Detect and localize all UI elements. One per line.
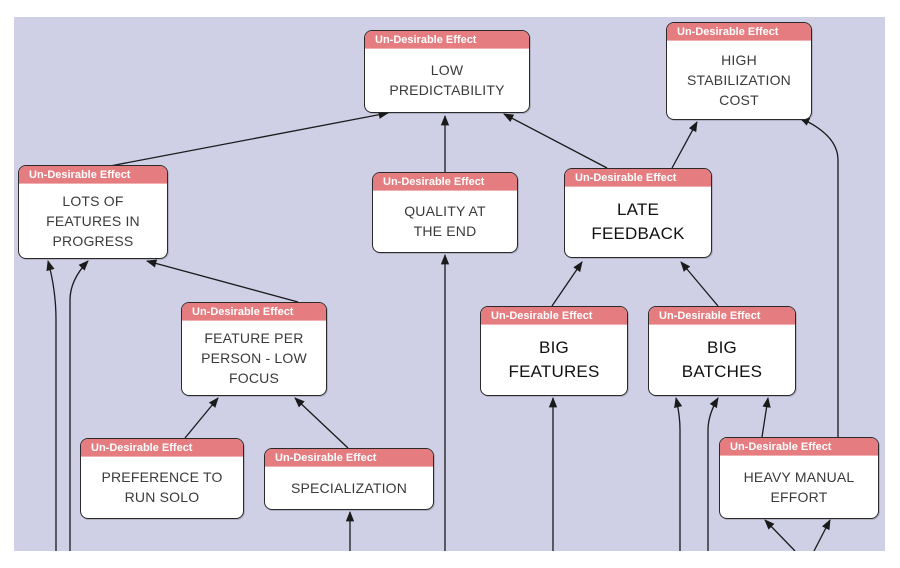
node-header: Un-Desirable Effect <box>565 169 711 187</box>
node-header: Un-Desirable Effect <box>182 303 326 321</box>
node-header: Un-Desirable Effect <box>19 166 167 184</box>
node-header: Un-Desirable Effect <box>81 439 243 457</box>
node-label: SPECIALIZATION <box>290 479 408 496</box>
node-header: Un-Desirable Effect <box>667 23 811 41</box>
node-header: Un-Desirable Effect <box>265 449 433 467</box>
node-header: Un-Desirable Effect <box>373 173 517 191</box>
node-header: Un-Desirable Effect <box>365 31 529 49</box>
node-header: Un-Desirable Effect <box>720 438 878 456</box>
node-header: Un-Desirable Effect <box>649 307 795 325</box>
node-header: Un-Desirable Effect <box>481 307 627 325</box>
